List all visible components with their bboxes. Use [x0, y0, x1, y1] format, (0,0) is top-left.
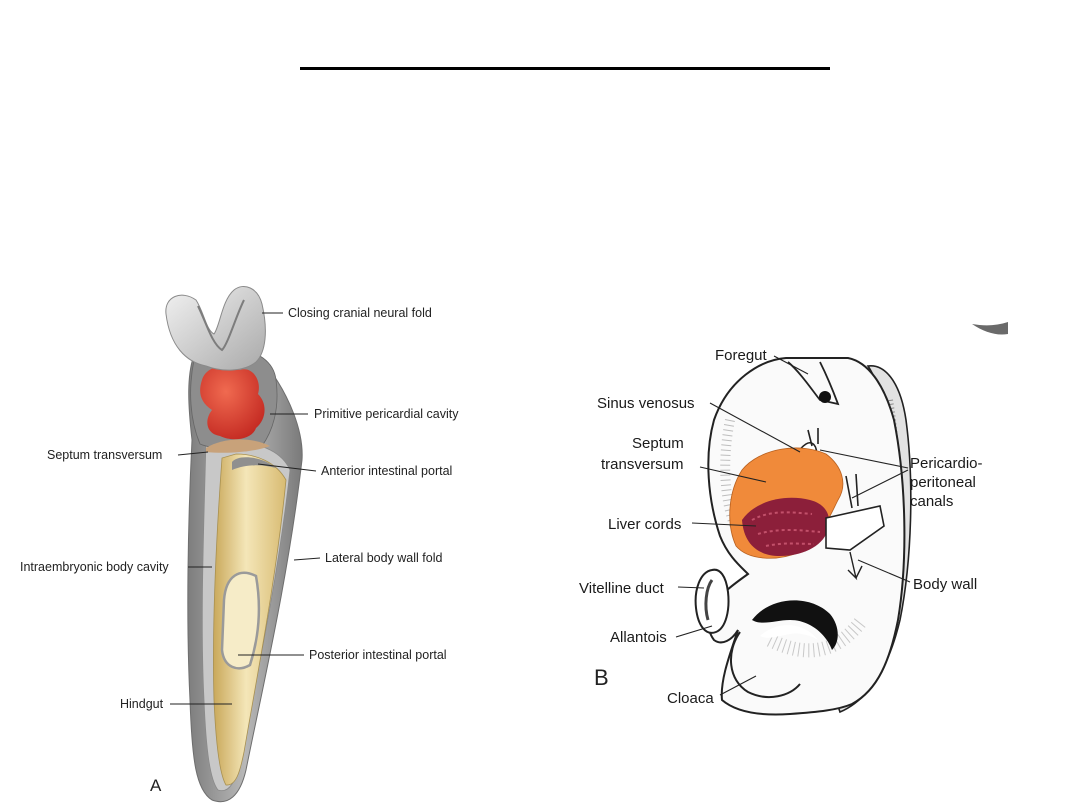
label-lateral-body-wall-fold: Lateral body wall fold — [325, 551, 442, 565]
label-primitive-pericardial-cavity: Primitive pericardial cavity — [314, 407, 459, 421]
label-foregut: Foregut — [715, 347, 768, 364]
label-posterior-intestinal-portal: Posterior intestinal portal — [309, 648, 447, 662]
label-pericardio-line1: Pericardio- — [910, 455, 983, 472]
label-septum-transversum-a: Septum transversum — [47, 448, 162, 462]
label-body-wall: Body wall — [913, 576, 977, 593]
hindgut-curve — [760, 625, 818, 640]
label-cloaca: Cloaca — [667, 690, 714, 707]
vitelline-duct-inner — [704, 579, 714, 621]
label-allantois: Allantois — [610, 629, 667, 646]
vessel-upper — [807, 428, 819, 447]
septum-transversum-shape — [206, 439, 270, 453]
primitive-pericardial-cavity-shape — [200, 365, 265, 440]
cloaca-curve — [729, 631, 801, 699]
label-sinus-venosus: Sinus venosus — [597, 395, 695, 412]
label-pericardio-line3: canals — [910, 493, 953, 510]
label-pericardio-line2: peritoneal — [910, 474, 976, 491]
posterior-portal-shape — [220, 571, 261, 670]
figure-b-leaders — [675, 355, 911, 696]
vitelline-duct-shape — [694, 568, 730, 634]
label-septum-line2: transversum — [601, 456, 684, 473]
figure-a-leaders — [170, 312, 321, 705]
foregut-lumen — [819, 391, 831, 403]
allantois-shape — [752, 600, 838, 650]
figure-a-embryo — [165, 286, 303, 802]
pericardioperitoneal-canal-shape — [825, 505, 885, 551]
foregut-shape — [787, 361, 840, 406]
arrow-down — [847, 551, 863, 581]
panel-letter-b: B — [594, 665, 609, 690]
panel-letter-a: A — [150, 776, 162, 795]
title-underline — [300, 67, 830, 70]
canal-tube — [845, 473, 859, 509]
liver-cords-shape — [742, 497, 830, 556]
label-septum-line1: Septum — [632, 435, 684, 452]
label-liver-cords: Liver cords — [608, 516, 681, 533]
liver-cords-texture — [751, 511, 821, 547]
anterior-portal-shape — [232, 457, 276, 470]
figure-b-embryo — [694, 322, 1008, 716]
adjacent-figure-fragment — [972, 322, 1008, 335]
label-intraembryonic-body-cavity: Intraembryonic body cavity — [20, 560, 169, 574]
figure-b-labels: Foregut Sinus venosus Septum transversum… — [579, 347, 983, 707]
figure-a-labels: Closing cranial neural fold Primitive pe… — [20, 306, 459, 795]
label-closing-cranial-neural-fold: Closing cranial neural fold — [288, 306, 432, 320]
neural-groove — [197, 299, 245, 352]
label-hindgut: Hindgut — [120, 697, 164, 711]
label-vitelline-duct: Vitelline duct — [579, 580, 665, 597]
label-anterior-intestinal-portal: Anterior intestinal portal — [321, 464, 452, 478]
cranial-neural-fold-shape — [165, 286, 266, 371]
